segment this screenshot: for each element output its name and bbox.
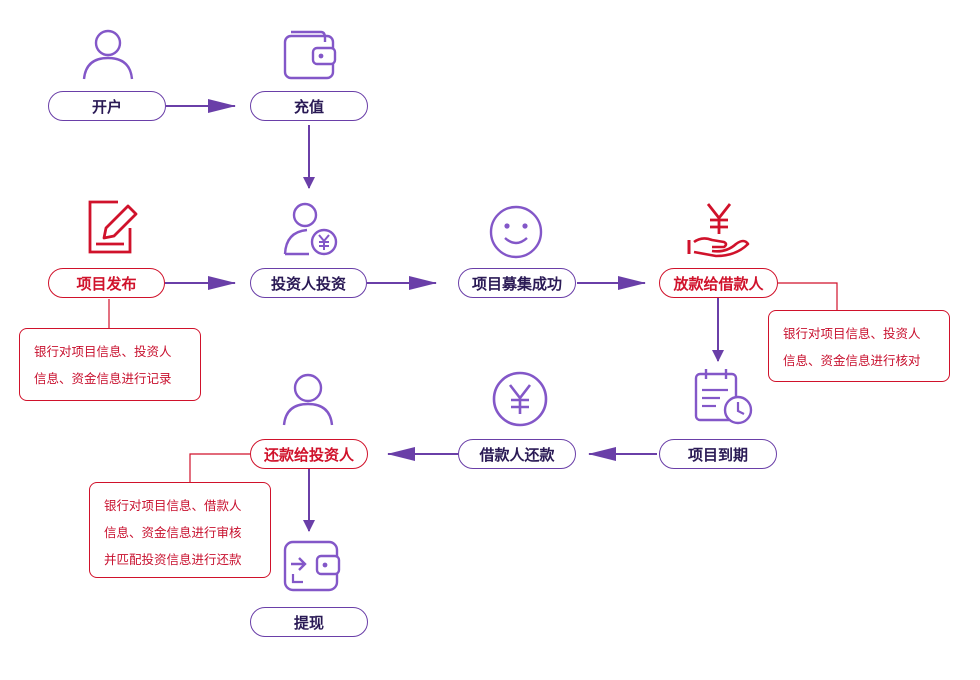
wallet-withdraw-icon: [283, 540, 341, 592]
wallet-icon: [283, 30, 337, 80]
node-project-due: 项目到期: [659, 439, 777, 469]
node-open-account: 开户: [48, 91, 166, 121]
node-borrower-repay: 借款人还款: [458, 439, 576, 469]
edit-document-icon: [88, 200, 138, 254]
note-lend-line-1: 银行对项目信息、投资人: [783, 326, 921, 341]
note-lend-line-2: 信息、资金信息进行核对: [783, 353, 921, 368]
node-raise-success: 项目募集成功: [458, 268, 576, 298]
node-investor-invest: 投资人投资: [250, 268, 367, 298]
note-repay: 银行对项目信息、借款人 信息、资金信息进行审核 并匹配投资信息进行还款: [89, 482, 271, 578]
calendar-clock-icon: [694, 369, 753, 425]
node-recharge: 充值: [250, 91, 368, 121]
node-repay-investor: 还款给投资人: [250, 439, 368, 469]
node-project-publish: 项目发布: [48, 268, 165, 298]
note-publish-line-1: 银行对项目信息、投资人: [34, 344, 172, 359]
note-publish: 银行对项目信息、投资人 信息、资金信息进行记录: [19, 328, 201, 401]
yuan-circle-icon: [492, 371, 548, 427]
node-withdraw: 提现: [250, 607, 368, 637]
note-repay-line-2: 信息、资金信息进行审核: [104, 525, 242, 540]
node-lend-to-borrower: 放款给借款人: [659, 268, 778, 298]
user-icon: [282, 373, 334, 426]
leader-repay-note: [189, 453, 250, 482]
smile-icon: [489, 205, 543, 259]
hand-yuan-icon: [687, 203, 750, 258]
investor-yuan-icon: [283, 202, 338, 256]
note-lend: 银行对项目信息、投资人 信息、资金信息进行核对: [768, 310, 950, 382]
note-repay-line-3: 并匹配投资信息进行还款: [104, 552, 242, 567]
note-repay-line-1: 银行对项目信息、借款人: [104, 498, 242, 513]
user-icon: [82, 29, 134, 80]
leader-lend-note: [778, 282, 838, 310]
note-publish-line-2: 信息、资金信息进行记录: [34, 371, 172, 386]
